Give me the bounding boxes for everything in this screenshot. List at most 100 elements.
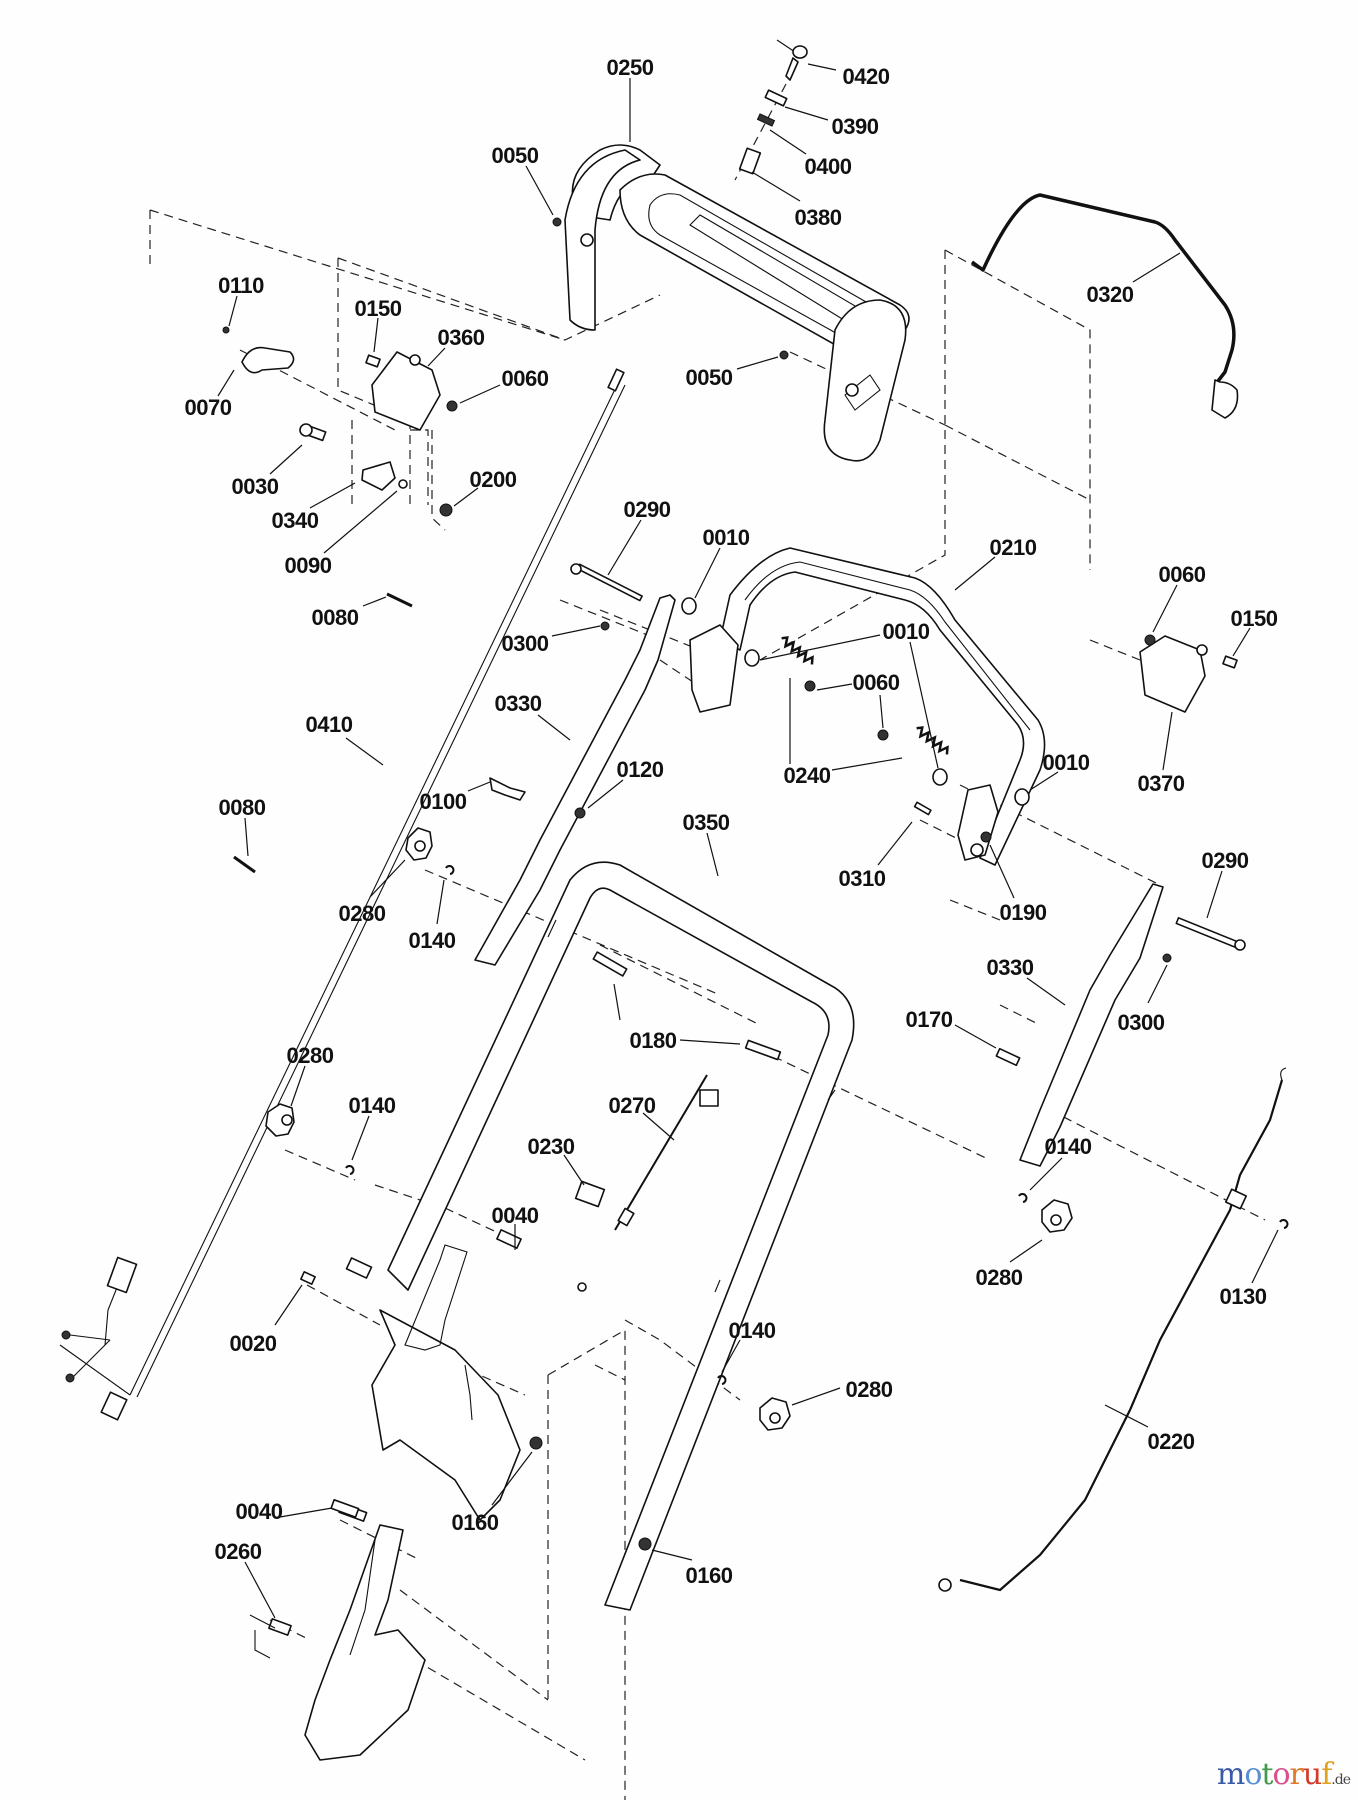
clip-0140-lower — [717, 1375, 727, 1385]
nut-0060-b — [804, 680, 816, 692]
callout-0240[interactable]: 0240 — [784, 678, 903, 788]
callout-0420[interactable]: 0420 — [807, 63, 890, 89]
callout-0010-d[interactable]: 0010 — [1029, 750, 1090, 791]
handle-console-part — [564, 144, 910, 462]
callout-0210[interactable]: 0210 — [954, 535, 1037, 591]
callout-0310[interactable]: 0310 — [839, 821, 913, 891]
callout-0270[interactable]: 0270 — [609, 1093, 675, 1141]
svg-text:0280: 0280 — [976, 1265, 1023, 1290]
callout-0400[interactable]: 0400 — [769, 129, 852, 179]
callout-0360[interactable]: 0360 — [427, 325, 485, 367]
knob-0280-right — [1041, 1199, 1073, 1233]
svg-text:0200: 0200 — [470, 467, 517, 492]
callout-0070[interactable]: 0070 — [185, 369, 235, 420]
callout-0040-upper[interactable]: 0040 — [492, 1203, 539, 1250]
callout-0060-d[interactable]: 0060 — [1152, 562, 1206, 633]
cable-0270 — [577, 1074, 719, 1292]
clip-0140-left — [345, 1165, 355, 1175]
callout-0320[interactable]: 0320 — [1087, 252, 1181, 307]
svg-text:0050: 0050 — [686, 365, 733, 390]
callout-0290-right[interactable]: 0290 — [1202, 848, 1249, 919]
callout-0020[interactable]: 0020 — [230, 1284, 303, 1356]
svg-text:0010: 0010 — [883, 619, 930, 644]
svg-text:0060: 0060 — [1159, 562, 1206, 587]
svg-text:0010: 0010 — [703, 525, 750, 550]
callout-0340[interactable]: 0340 — [272, 482, 356, 533]
pin-0310 — [913, 801, 932, 816]
callout-0060-b[interactable]: 0060 — [816, 670, 900, 695]
callout-0010-c[interactable]: 0010 — [883, 619, 939, 769]
pin-0040-lower — [330, 1498, 360, 1518]
callout-0330-left[interactable]: 0330 — [495, 691, 571, 741]
svg-text:0360: 0360 — [438, 325, 485, 350]
callout-0030[interactable]: 0030 — [232, 444, 303, 499]
callout-0050-right[interactable]: 0050 — [686, 356, 779, 390]
callout-0150-left[interactable]: 0150 — [355, 296, 402, 353]
svg-text:0060: 0060 — [853, 670, 900, 695]
nut-0160-right — [638, 1537, 652, 1551]
svg-text:0330: 0330 — [987, 955, 1034, 980]
callout-0180[interactable]: 0180 — [613, 983, 741, 1053]
callout-0060-left[interactable]: 0060 — [459, 366, 549, 404]
svg-text:0090: 0090 — [285, 553, 332, 578]
callout-0280-lower[interactable]: 0280 — [791, 1377, 893, 1406]
callout-0250[interactable]: 0250 — [607, 55, 654, 142]
callout-0140-upper[interactable]: 0140 — [409, 879, 456, 953]
svg-text:0080: 0080 — [312, 605, 359, 630]
nut-0060-c — [877, 729, 889, 741]
callout-0150-right[interactable]: 0150 — [1231, 606, 1278, 657]
svg-text:0010: 0010 — [1043, 750, 1090, 775]
callout-0080-upper[interactable]: 0080 — [312, 596, 387, 630]
svg-text:0340: 0340 — [272, 508, 319, 533]
callout-0110[interactable]: 0110 — [218, 273, 265, 327]
callout-0280-upper[interactable]: 0280 — [339, 859, 406, 926]
plate-0340 — [361, 461, 396, 491]
svg-text:0240: 0240 — [784, 763, 831, 788]
callout-0300-right[interactable]: 0300 — [1118, 964, 1168, 1035]
washer-0010-a — [681, 597, 697, 615]
lower-handle-0350 — [387, 861, 855, 1611]
callout-0190[interactable]: 0190 — [989, 844, 1047, 925]
callout-0230[interactable]: 0230 — [528, 1134, 585, 1186]
screw-0020 — [300, 1271, 316, 1285]
callout-0130[interactable]: 0130 — [1220, 1229, 1279, 1309]
callout-0050-left[interactable]: 0050 — [492, 143, 554, 216]
callout-0330-right[interactable]: 0330 — [987, 955, 1066, 1006]
callout-0280-left[interactable]: 0280 — [287, 1043, 334, 1107]
callout-0090[interactable]: 0090 — [285, 490, 398, 578]
callout-0040-lower[interactable]: 0040 — [236, 1499, 333, 1524]
callout-0140-left[interactable]: 0140 — [349, 1093, 396, 1161]
svg-text:0280: 0280 — [846, 1377, 893, 1402]
svg-text:0220: 0220 — [1148, 1429, 1195, 1454]
callout-0290-left[interactable]: 0290 — [607, 497, 671, 576]
callout-0370[interactable]: 0370 — [1138, 711, 1185, 796]
callout-0380[interactable]: 0380 — [751, 171, 842, 230]
svg-text:0080: 0080 — [219, 795, 266, 820]
svg-text:0250: 0250 — [607, 55, 654, 80]
callout-0160-right[interactable]: 0160 — [651, 1549, 733, 1588]
nut-0050-right — [779, 350, 789, 360]
callout-0280-right[interactable]: 0280 — [976, 1239, 1043, 1290]
callout-0010-a[interactable]: 0010 — [694, 525, 750, 599]
callout-0390[interactable]: 0390 — [784, 106, 879, 139]
callout-0220[interactable]: 0220 — [1104, 1404, 1195, 1454]
callout-0300-left[interactable]: 0300 — [502, 625, 601, 656]
svg-text:0400: 0400 — [805, 154, 852, 179]
callout-0200[interactable]: 0200 — [453, 467, 517, 507]
callout-0100[interactable]: 0100 — [420, 781, 491, 814]
callout-0120[interactable]: 0120 — [587, 757, 664, 809]
spring-0240-left — [781, 636, 814, 665]
callout-0010-b[interactable]: 0010 — [759, 619, 930, 661]
svg-text:0300: 0300 — [502, 631, 549, 656]
callout-0140-lower[interactable]: 0140 — [721, 1318, 776, 1373]
callout-0060-c[interactable]: 0060 — [853, 670, 900, 729]
callout-0080-lower[interactable]: 0080 — [219, 795, 266, 857]
callout-0170[interactable]: 0170 — [906, 1007, 997, 1049]
callout-0160-left[interactable]: 0160 — [452, 1451, 533, 1535]
callout-0140-right[interactable]: 0140 — [1029, 1134, 1092, 1191]
svg-text:0140: 0140 — [729, 1318, 776, 1343]
callout-0350[interactable]: 0350 — [683, 810, 730, 877]
callout-0260[interactable]: 0260 — [215, 1539, 276, 1619]
svg-text:0160: 0160 — [452, 1510, 499, 1535]
callout-0410[interactable]: 0410 — [306, 712, 384, 766]
